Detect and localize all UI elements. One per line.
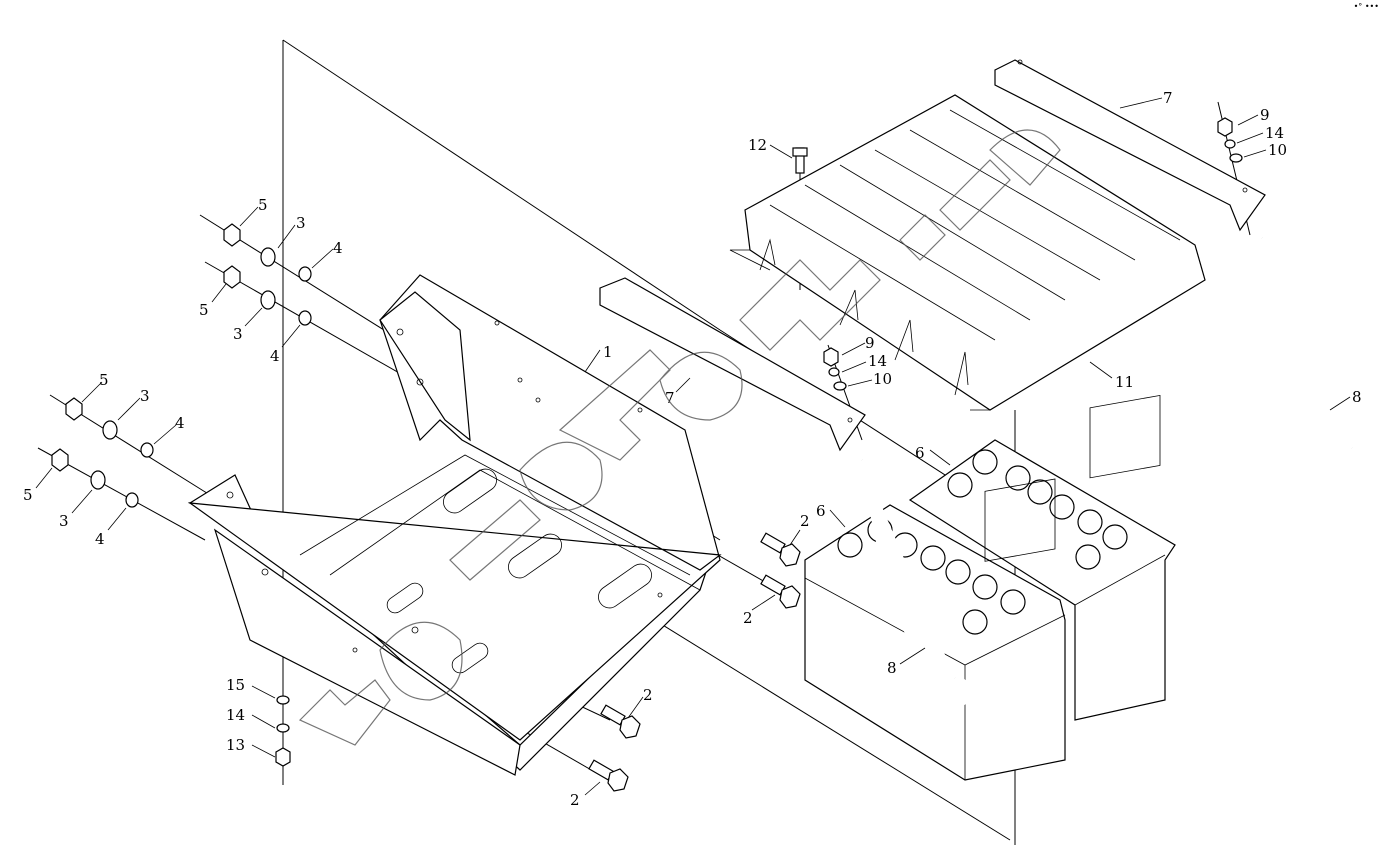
callout-label: 3 (59, 512, 69, 530)
callout-label: 3 (233, 325, 243, 343)
callout-label: 8 (887, 659, 897, 677)
callout-label: 7 (1163, 89, 1173, 107)
callout-label: 9 (865, 334, 875, 352)
callout-label: 6 (915, 444, 925, 462)
callout-label: 6 (816, 502, 826, 520)
battery-rear (908, 394, 1176, 721)
callout-label: 4 (270, 347, 280, 365)
hold-down-bar-rear (994, 59, 1266, 232)
fasteners (51, 117, 1243, 792)
leader-lines (35, 97, 1351, 796)
callout-label: 14 (868, 352, 887, 370)
callout-label: 2 (570, 791, 580, 809)
battery-tray (187, 274, 722, 776)
corner-mark: •° ••• (1353, 2, 1379, 11)
bolt (760, 532, 801, 567)
callout-label: 15 (226, 676, 245, 694)
callout-label: 5 (199, 301, 209, 319)
callout-label: 4 (333, 239, 343, 257)
callout-label: 5 (258, 196, 268, 214)
watermark (298, 129, 1061, 746)
callout-label: 9 (1260, 106, 1270, 124)
callout-label: 5 (23, 486, 33, 504)
callout-label: 14 (226, 706, 245, 724)
bolt (588, 759, 629, 792)
hook-rods (858, 237, 1365, 710)
callout-label: 10 (1268, 141, 1287, 159)
callout-label: 14 (1265, 124, 1284, 142)
callout-label: 12 (748, 136, 767, 154)
bolt (760, 574, 801, 609)
callout-label: 5 (99, 371, 109, 389)
callout-label: 2 (800, 512, 810, 530)
callout-label: 3 (296, 214, 306, 232)
callout-label: 11 (1115, 373, 1134, 391)
callout-label: 13 (226, 736, 245, 754)
callout-label: 2 (643, 686, 653, 704)
callout-label: 1 (603, 343, 613, 361)
callout-label: 4 (175, 414, 185, 432)
callout-labels: 1 2 2 2 2 3 3 3 3 4 4 4 4 5 5 5 5 6 6 7 … (23, 89, 1362, 809)
battery-cover (729, 94, 1206, 411)
bolt (600, 704, 641, 739)
callout-label: 4 (95, 530, 105, 548)
callout-label: 10 (873, 370, 892, 388)
callout-label: 7 (665, 389, 675, 407)
callout-label: 8 (1352, 388, 1362, 406)
callout-label: 2 (743, 609, 753, 627)
callout-label: 3 (140, 387, 150, 405)
